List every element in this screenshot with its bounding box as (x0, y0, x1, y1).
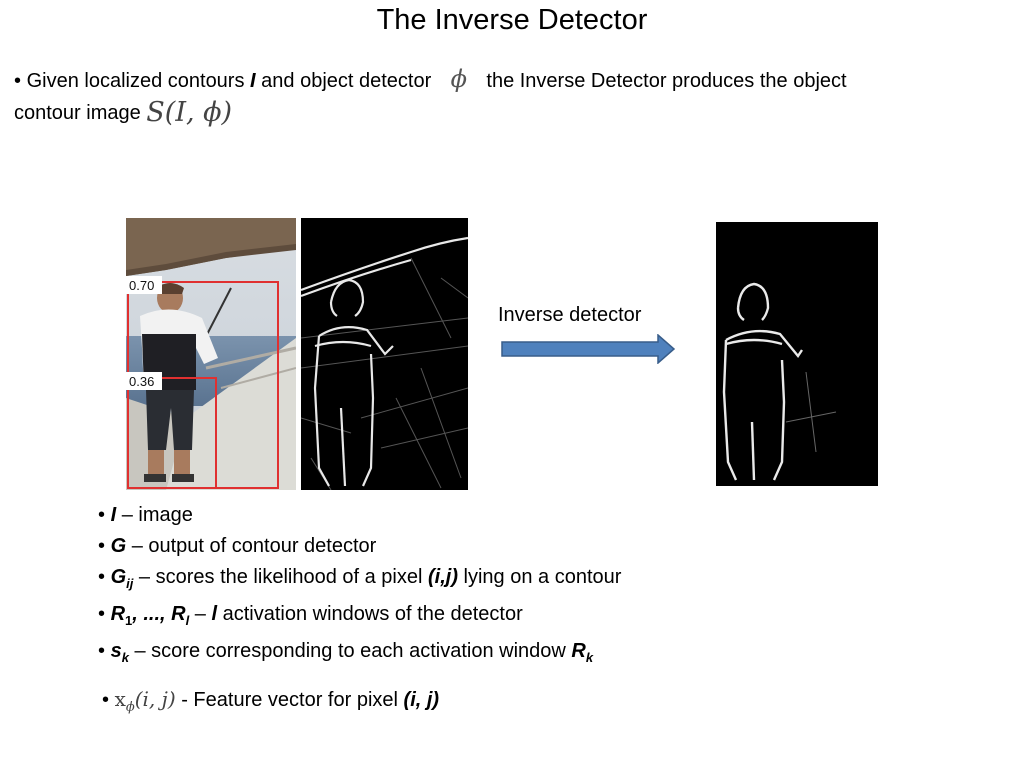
feature-vector-formula: xϕ(i, j) (114, 687, 176, 715)
definition-gij: • Gij – scores the likelihood of a pixel… (98, 566, 622, 591)
definition-i: • I – image (98, 504, 193, 526)
definitions-list: • I – image • G – output of contour dete… (98, 500, 798, 723)
var-i: I (250, 70, 256, 92)
detection-score-2: 0.36 (129, 374, 154, 389)
slide-title: The Inverse Detector (376, 4, 648, 36)
intro-text-1: Given localized contours (26, 70, 251, 92)
definition-sk: • sk – score corresponding to each activ… (98, 640, 594, 665)
contour-image (300, 218, 469, 495)
detection-box-2 (127, 377, 217, 489)
arrow-right-icon (501, 334, 676, 364)
phi-symbol: ϕ (450, 65, 467, 93)
inverse-detector-label: Inverse detector (498, 304, 642, 326)
detection-photo-svg: 0.70 0.36 (126, 218, 297, 490)
definition-g: • G – output of contour detector (98, 535, 377, 557)
contour-image-formula: S(I, ϕ) (146, 97, 233, 128)
definition-feature-vector: • xϕ(i, j) - Feature vector for pixel (i… (102, 687, 440, 715)
intro-paragraph: • Given localized contours I and object … (14, 64, 914, 129)
detection-photo: 0.70 0.36 (126, 218, 297, 495)
object-contour-image (716, 222, 878, 491)
contour-image-svg (300, 218, 469, 491)
detection-score-1: 0.70 (129, 278, 154, 293)
bullet-mark: • (14, 70, 22, 92)
intro-text-3: the Inverse Detector produces the object… (14, 70, 847, 124)
definition-r: • R1, ..., Rl – l activation windows of … (98, 603, 523, 628)
object-contour-image-svg (716, 222, 878, 486)
intro-text-2: and object detector (255, 70, 437, 92)
